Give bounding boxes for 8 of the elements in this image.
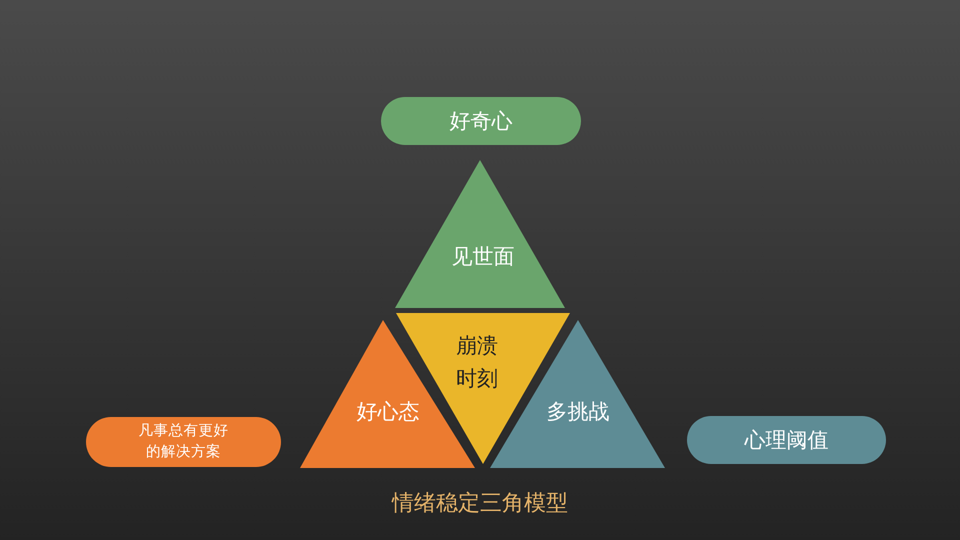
rounded-label: 凡事总有更好的解决方案 (86, 417, 281, 467)
caption: 情绪稳定三角模型 (392, 491, 568, 516)
triangle-label: 好心态 (356, 398, 420, 426)
rounded-label: 好奇心 (381, 97, 581, 145)
rounded-label: 心理阈值 (687, 416, 886, 464)
triangle-label: 多挑战 (546, 398, 610, 426)
triangle-label: 见世面 (450, 244, 516, 271)
triangle-label: 崩溃时刻 (455, 332, 499, 392)
